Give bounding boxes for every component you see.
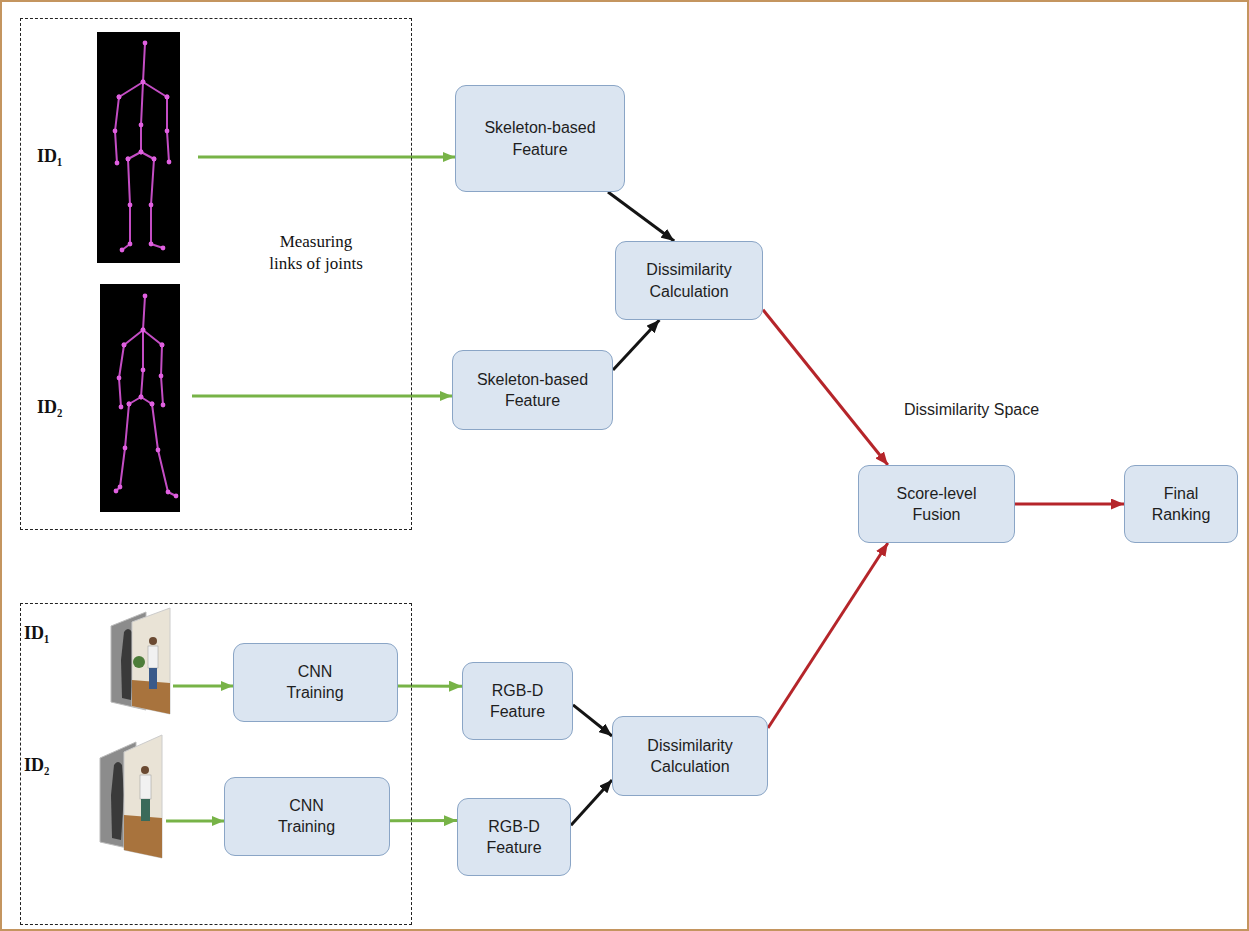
rgb-image (132, 608, 170, 714)
flow-arrow (1015, 503, 1124, 506)
box-label: Skeleton-based Feature (475, 117, 605, 159)
skeleton-image (100, 284, 180, 512)
rgb-person (140, 775, 151, 799)
rgb-floor (124, 815, 162, 858)
box-label: Final Ranking (1144, 483, 1219, 525)
input-arrow (198, 156, 455, 159)
box-label: CNN Training (275, 661, 355, 703)
note-text: Measuring links of joints (265, 231, 367, 276)
group-frame: ID₁ Measuring links of jointsID₂ (20, 18, 412, 530)
process-box: RGB-D Feature (462, 662, 573, 740)
flow-arrow (571, 780, 612, 825)
flow-arrow (613, 320, 659, 370)
input-arrow (173, 685, 233, 688)
flow-arrow (608, 192, 674, 241)
rgb-person (141, 799, 150, 821)
rgb-plant (133, 656, 145, 668)
id-label: ID₁ (37, 145, 62, 169)
process-box: Skeleton-based Feature (455, 85, 625, 192)
space-label: Dissimilarity Space (902, 401, 1041, 419)
flow-arrow (398, 684, 463, 687)
rgb-image (124, 735, 162, 858)
rgb-person (149, 668, 157, 689)
rgb-person (149, 637, 157, 645)
box-label: Score-level Fusion (887, 483, 987, 525)
box-label: Skeleton-based Feature (468, 369, 598, 411)
rgb-person (148, 646, 158, 668)
depth-silhouette (111, 762, 124, 840)
id-label: ID₂ (24, 754, 49, 778)
process-box: Dissimilarity Calculation (612, 716, 768, 796)
box-label: Dissimilarity Calculation (629, 259, 749, 301)
box-label: Dissimilarity Calculation (630, 735, 750, 777)
input-arrow (192, 395, 452, 398)
process-box: RGB-D Feature (457, 798, 571, 876)
process-box: CNN Training (224, 777, 390, 856)
id-label: ID₂ (37, 396, 62, 420)
box-label: RGB-D Feature (477, 816, 552, 858)
flow-arrow (768, 543, 888, 728)
id-label: ID₁ (24, 622, 49, 646)
rgb-person (141, 766, 149, 774)
skeleton-figure (116, 296, 176, 496)
flow-arrow (763, 310, 888, 465)
flow-arrow (390, 819, 458, 822)
process-box: Score-level Fusion (858, 465, 1015, 543)
process-box: Final Ranking (1124, 465, 1238, 543)
skeleton-image (97, 32, 180, 263)
process-box: CNN Training (233, 643, 398, 722)
skeleton-figure (115, 43, 169, 250)
box-label: CNN Training (267, 795, 347, 837)
box-label: RGB-D Feature (480, 680, 555, 722)
flow-arrow (573, 705, 612, 736)
process-box: Skeleton-based Feature (452, 350, 613, 430)
input-arrow (166, 820, 224, 823)
group-frame: ID₁ID₂CNN TrainingCNN Training (20, 603, 412, 925)
process-box: Dissimilarity Calculation (615, 241, 763, 320)
